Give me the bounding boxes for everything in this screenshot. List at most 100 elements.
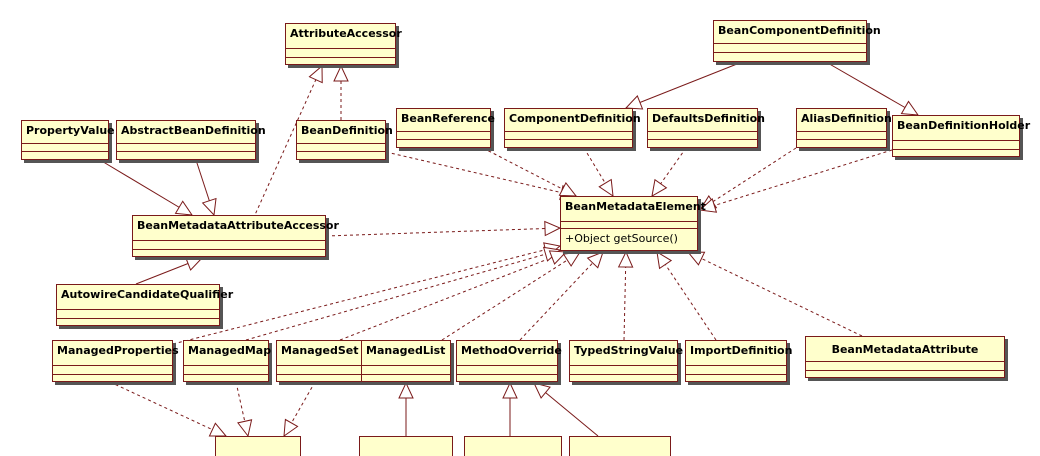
class-divider: [397, 131, 490, 132]
connector-to-bean-metadata-element: [699, 149, 893, 211]
class-method-override[interactable]: MethodOverride: [456, 340, 562, 382]
class-name: ManagedSet: [281, 344, 359, 357]
connector-to-bean-metadata-element: [325, 227, 561, 237]
generalization-arrowhead: [598, 178, 614, 198]
generalization-arrowhead: [686, 251, 706, 266]
class-divider: [133, 240, 325, 241]
class-name: AutowireCandidateQualifier: [61, 288, 234, 301]
class-divider: [297, 151, 385, 152]
class-divider: [133, 249, 325, 250]
class-name: ImportDefinition: [690, 344, 793, 357]
class-divider: [797, 131, 886, 132]
class-divider: [57, 309, 219, 310]
class-bean-component-definition[interactable]: BeanComponentDefinition: [713, 20, 881, 62]
connector-to-component-definition: [625, 61, 743, 109]
generalization-arrowhead: [900, 100, 920, 116]
class-name: BeanDefinitionHolder: [897, 119, 1031, 132]
class-divider: [457, 365, 557, 366]
class-partial-bottom-1: [215, 436, 301, 456]
class-abstract-bean-definition[interactable]: AbstractBeanDefinition: [116, 120, 266, 160]
class-name: BeanMetadataAttribute: [831, 343, 979, 356]
class-divider: [184, 374, 268, 375]
class-name: ManagedMap: [188, 344, 272, 357]
connector-to-bean-metadata-element: [385, 151, 577, 197]
class-divider: [117, 143, 255, 144]
class-name: DefaultsDefinition: [652, 112, 765, 125]
class-bean-metadata-attribute-accessor[interactable]: BeanMetadataAttributeAccessor: [132, 215, 339, 257]
class-partial-bottom-3: [464, 436, 562, 456]
generalization-arrowhead: [651, 178, 668, 197]
class-divider: [561, 221, 697, 222]
class-partial-bottom-2: [359, 436, 453, 456]
generalization-arrowhead: [698, 197, 718, 213]
generalization-arrowhead: [548, 250, 568, 265]
connector-to-bean-metadata-element: [519, 251, 604, 341]
class-divider: [362, 374, 450, 375]
class-managed-set[interactable]: ManagedSet: [276, 340, 362, 382]
generalization-arrowhead: [617, 250, 634, 268]
class-name: BeanReference: [401, 112, 495, 125]
connector-to-bean-metadata-element: [441, 251, 581, 341]
class-divider: [561, 228, 697, 229]
class-divider: [57, 318, 219, 319]
class-divider: [570, 365, 677, 366]
class-name: ComponentDefinition: [509, 112, 641, 125]
generalization-arrowhead: [544, 220, 562, 237]
connector-to-attribute-accessor: [235, 65, 323, 258]
class-divider: [53, 374, 172, 375]
class-defaults-definition[interactable]: DefaultsDefinition: [647, 108, 765, 148]
class-name: MethodOverride: [461, 344, 562, 357]
class-name: AbstractBeanDefinition: [121, 124, 266, 137]
generalization-arrowhead: [558, 181, 578, 197]
class-attribute-accessor[interactable]: AttributeAccessor: [285, 23, 402, 65]
class-divider: [570, 374, 677, 375]
connector-to-managed-properties-parent: [109, 381, 227, 437]
class-component-definition[interactable]: ComponentDefinition: [504, 108, 641, 148]
generalization-arrowhead: [333, 64, 349, 82]
class-divider: [893, 140, 1019, 141]
generalization-arrowhead: [562, 251, 581, 267]
generalization-arrowhead: [174, 200, 194, 216]
class-divider: [797, 139, 886, 140]
class-bean-reference[interactable]: BeanReference: [396, 108, 495, 148]
class-divider: [686, 365, 786, 366]
generalization-arrowhead: [502, 381, 518, 399]
class-alias-definition[interactable]: AliasDefinition: [796, 108, 892, 148]
class-divider: [117, 151, 255, 152]
class-bean-metadata-attribute[interactable]: BeanMetadataAttribute: [805, 336, 1005, 378]
class-divider: [648, 139, 757, 140]
class-divider: [286, 57, 395, 58]
class-managed-properties[interactable]: ManagedProperties: [52, 340, 179, 382]
class-name: BeanMetadataElement: [565, 200, 706, 213]
class-typed-string-value[interactable]: TypedStringValue: [569, 340, 683, 382]
class-divider: [505, 139, 632, 140]
class-managed-list[interactable]: ManagedList: [361, 340, 451, 382]
connector-to-bean-metadata-element: [172, 245, 561, 345]
generalization-arrowhead: [398, 381, 414, 399]
connector-to-managed-set-parent: [283, 381, 316, 437]
class-name: PropertyValue: [26, 124, 115, 137]
class-divider: [286, 48, 395, 49]
generalization-arrowhead: [533, 382, 551, 399]
class-autowire-candidate-qualifier[interactable]: AutowireCandidateQualifier: [56, 284, 234, 326]
class-divider: [893, 149, 1019, 150]
class-name: ManagedProperties: [57, 344, 179, 357]
class-divider: [806, 370, 1004, 371]
connector-to-bean-metadata-element: [656, 251, 717, 341]
class-property-value[interactable]: PropertyValue: [21, 120, 115, 160]
generalization-arrowhead: [201, 197, 217, 217]
class-divider: [397, 139, 490, 140]
connector-to-bean-metadata-element: [339, 251, 567, 341]
class-divider: [362, 365, 450, 366]
class-managed-map[interactable]: ManagedMap: [183, 340, 272, 382]
class-divider: [277, 374, 361, 375]
class-name: AliasDefinition: [801, 112, 892, 125]
class-bean-definition[interactable]: BeanDefinition: [296, 120, 393, 160]
generalization-arrowhead: [308, 64, 323, 84]
class-bean-definition-holder[interactable]: BeanDefinitionHolder: [892, 115, 1031, 157]
connector-to-bean-definition-holder: [825, 61, 919, 116]
operation-get-source: +Object getSource(): [565, 232, 678, 245]
class-bean-metadata-element[interactable]: BeanMetadataElement +Object getSource(): [560, 196, 706, 251]
class-import-definition[interactable]: ImportDefinition: [685, 340, 793, 382]
